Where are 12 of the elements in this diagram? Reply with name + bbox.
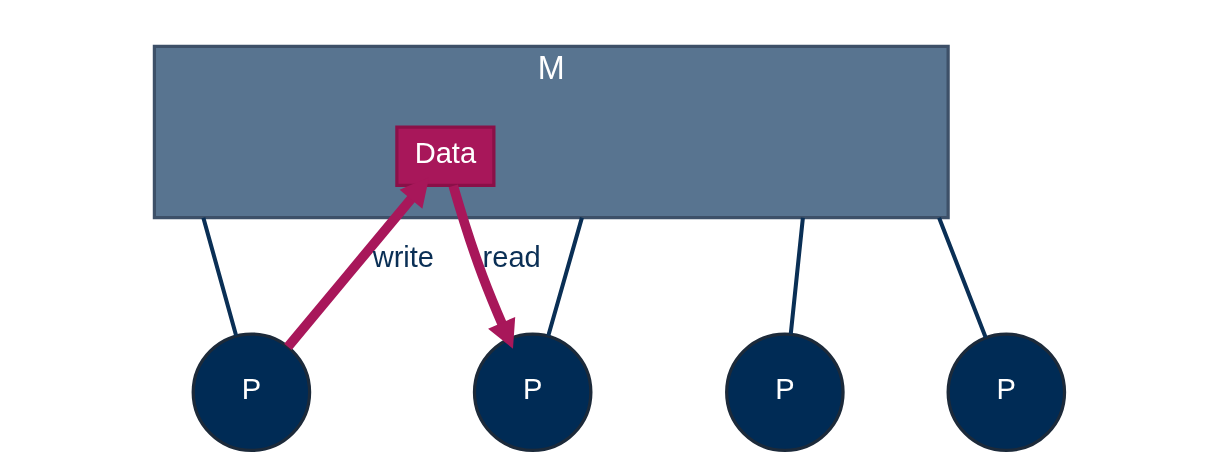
connector [201, 217, 239, 337]
connector [937, 216, 988, 339]
node-box: Data [395, 125, 496, 187]
node-circle: P [472, 332, 593, 453]
arrow [448, 184, 516, 349]
node-circle: P [725, 332, 845, 453]
connector [546, 217, 584, 337]
node-circle: P [946, 332, 1067, 453]
connector [788, 217, 805, 335]
edge-label: read [482, 240, 541, 273]
edge-label: write [372, 240, 435, 273]
node-circle: P [191, 332, 312, 453]
